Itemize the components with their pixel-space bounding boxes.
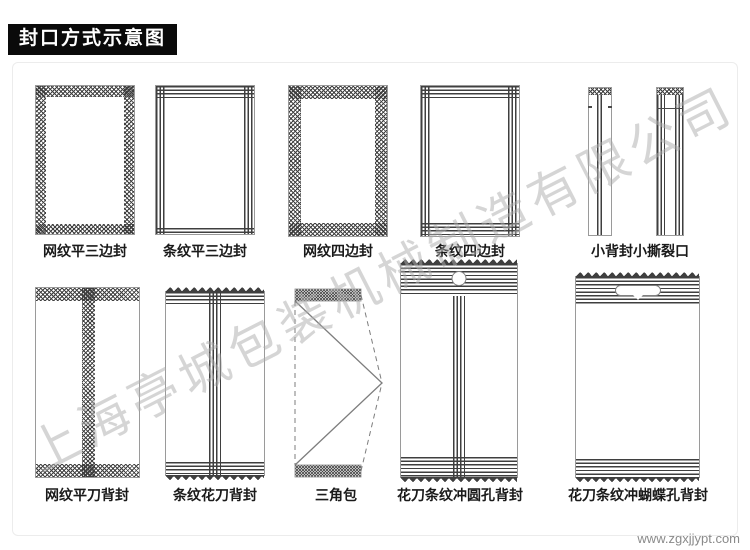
seal-band-bottom [289, 223, 387, 236]
bag-triangle-pack [294, 288, 383, 478]
bag-mesh-four-side-seal [288, 85, 388, 237]
back-seal-stripe [597, 95, 603, 235]
serrated-edge-top [576, 272, 699, 277]
bag-label: 花刀条纹冲蝴蝶孔背封 [568, 487, 708, 503]
bag-label: 条纹四边封 [435, 243, 505, 259]
bag-butterfly-hole-back-seal [575, 272, 700, 482]
tear-notch-left [588, 106, 592, 108]
seal-band-left [421, 86, 432, 236]
serrated-edge-bottom [401, 477, 517, 482]
seal-band-left [36, 86, 46, 234]
bag-mesh-three-side-seal [35, 85, 135, 235]
seal-band-top [156, 86, 254, 98]
seal-band-right [244, 86, 254, 234]
seal-band-right [508, 86, 519, 236]
round-hang-hole [451, 271, 467, 286]
tear-line [657, 108, 683, 109]
bag-mesh-flat-back-seal [35, 287, 140, 478]
bag-label: 花刀条纹冲圆孔背封 [397, 487, 523, 503]
serrated-edge-bottom [166, 475, 264, 480]
bag-label: 条纹平三边封 [163, 243, 247, 259]
serrated-edge-top [401, 259, 517, 264]
seal-band-top [589, 88, 611, 95]
seal-band-bottom [36, 224, 134, 234]
seal-band-bottom [421, 223, 519, 236]
seal-band-bottom [294, 464, 362, 478]
fold-line-top [360, 294, 383, 384]
seal-band-left [289, 86, 301, 236]
bag-stripe-three-side-seal [155, 85, 255, 235]
back-seal-stripe [453, 296, 467, 477]
triangle-outline [294, 300, 383, 466]
bag-small-back-seal-right [656, 87, 684, 236]
seal-band-top [421, 86, 519, 99]
bag-stripe-serrated-back-seal [165, 287, 265, 480]
bag-stripe-four-side-seal [420, 85, 520, 237]
bag-label: 小背封小撕裂口 [591, 243, 689, 259]
bag-small-back-seal-left [588, 87, 612, 236]
bag-label: 三角包 [315, 487, 357, 503]
diagram-frame [12, 62, 738, 536]
website-url: www.zgxjjypt.com [637, 531, 740, 546]
seal-band-bottom [401, 457, 517, 482]
serrated-edge-bottom [576, 477, 699, 482]
seal-band-left [156, 86, 166, 234]
page-title: 封口方式示意图 [8, 24, 178, 55]
seal-band-top [657, 88, 683, 95]
back-seal-stripe [209, 292, 223, 475]
butterfly-hole-notch [631, 294, 644, 300]
back-seal-stripe [82, 288, 95, 477]
seal-band-top [289, 86, 387, 99]
tear-notch-right [608, 106, 612, 108]
seal-band-right [675, 95, 683, 235]
seal-band-bottom [576, 459, 699, 482]
seal-band-bottom [156, 228, 254, 234]
seal-band-right [124, 86, 134, 234]
bag-label: 条纹花刀背封 [173, 487, 257, 503]
seal-band-top [294, 288, 362, 302]
bag-round-hole-back-seal [400, 259, 518, 482]
bag-label: 网纹平刀背封 [45, 487, 129, 503]
bag-label: 网纹四边封 [303, 243, 373, 259]
fold-line-bottom [360, 382, 383, 472]
seal-band-left [657, 95, 665, 235]
bag-label: 网纹平三边封 [43, 243, 127, 259]
seal-band-top [36, 86, 134, 97]
seal-band-right [375, 86, 387, 236]
serrated-edge-top [166, 287, 264, 292]
